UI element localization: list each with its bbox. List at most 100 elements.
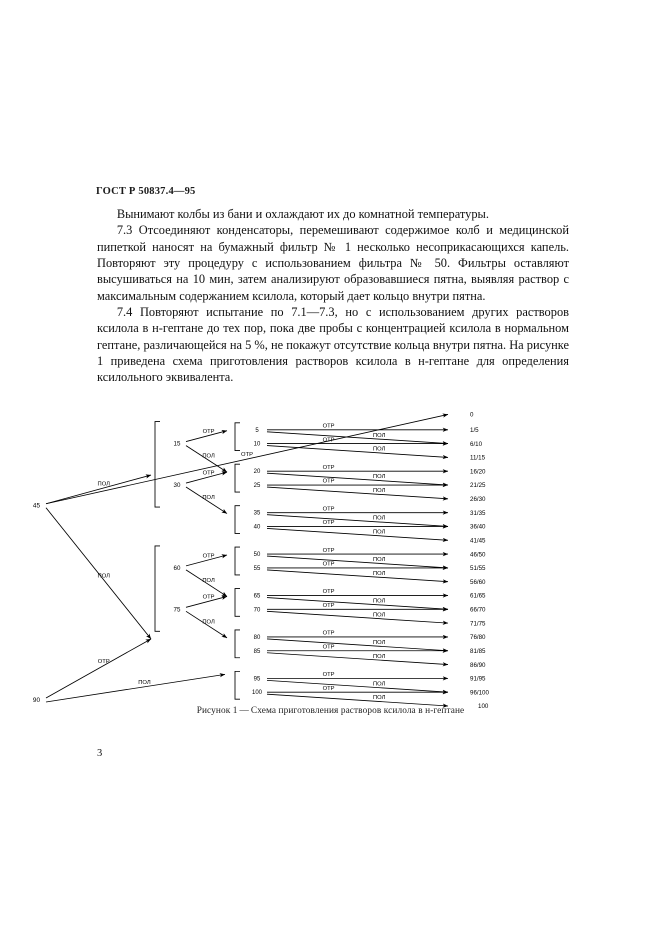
tree-edge-l3-pol: [266, 652, 449, 667]
tree-edge-l3-pol: [266, 472, 449, 487]
tree-edge-label-otr: ОТР: [323, 423, 335, 429]
tree-bracket-level3-3: [234, 546, 240, 576]
tree-node-level3-55: 55: [254, 566, 261, 572]
tree-node-level3-100: 100: [252, 690, 263, 696]
tree-node-level3-25: 25: [254, 483, 261, 489]
tree-edge-l3-pol: [266, 528, 449, 543]
tree-node-level3-40: 40: [254, 524, 261, 530]
tree-edge-label-pol: ПОЛ: [202, 495, 215, 501]
tree-edge-label-otr: ОТР: [323, 520, 335, 526]
tree-bracket-level3-0: [234, 422, 240, 452]
figure-caption-label: Рисунок 1: [196, 706, 238, 716]
tree-result-66-70: 66/70: [470, 607, 486, 614]
tree-node-level3-80: 80: [254, 635, 261, 641]
tree-edge-label-pol: ПОЛ: [373, 571, 386, 577]
tree-edge-l2-otr: [185, 471, 228, 484]
tree-edge-label-otr: ОТР: [203, 595, 215, 601]
tree-edge-label-pol: ПОЛ: [373, 433, 386, 439]
tree-edge-label-pol: ПОЛ: [373, 474, 386, 480]
tree-result-1-5: 1/5: [470, 427, 479, 434]
tree-edge-label-otr: ОТР: [323, 548, 335, 554]
tree-edge-l3-pol: [266, 445, 449, 460]
figure-caption-dash: —: [239, 706, 249, 716]
tree-edge-label-pol: ПОЛ: [373, 695, 386, 701]
tree-result-31-35: 31/35: [470, 510, 486, 517]
tree-bracket-level2-upper: [154, 421, 160, 508]
tree-edge-l3-pol: [266, 610, 449, 625]
tree-edge-label-otr: ОТР: [323, 672, 335, 678]
tree-result-6-10: 6/10: [470, 441, 483, 448]
paragraph-1: Вынимают колбы из бани и охлаждают их до…: [116, 207, 489, 221]
tree-result-56-60: 56/60: [470, 579, 486, 586]
tree-edge-l3-pol: [266, 638, 449, 653]
tree-edge-label-pol: ПОЛ: [373, 488, 386, 494]
tree-edge-label-pol: ПОЛ: [373, 529, 386, 535]
tree-edge-label-otr: ОТР: [241, 452, 253, 458]
tree-edge-l2-pol: [185, 610, 228, 639]
tree-edge-l3-pol: [266, 431, 449, 446]
tree-edge-l2-otr: [185, 554, 228, 567]
tree-edge-label-otr: ОТР: [323, 644, 335, 650]
tree-node-level3-50: 50: [254, 552, 261, 558]
tree-result-81-85: 81/85: [470, 648, 486, 655]
figure-caption-text: Схема приготовления растворов ксилола в …: [250, 706, 465, 716]
tree-result-46-50: 46/50: [470, 551, 486, 558]
tree-edge-label-otr: ОТР: [203, 553, 215, 559]
tree-edge-l3-pol: [266, 597, 449, 612]
tree-edge-label-otr: ОТР: [203, 470, 215, 476]
tree-edge-label-pol: ПОЛ: [373, 516, 386, 522]
tree-edge-label-pol: ПОЛ: [202, 578, 215, 584]
tree-node-level3-10: 10: [254, 442, 261, 448]
tree-edge-label-pol: ПОЛ: [98, 482, 111, 488]
tree-edge-45-otr-top: [45, 413, 449, 505]
tree-bracket-level2-lower: [154, 545, 160, 632]
tree-result-16-20: 16/20: [470, 468, 486, 475]
tree-edge-label-pol: ПОЛ: [202, 454, 215, 460]
tree-edge-label-pol: ПОЛ: [373, 654, 386, 660]
tree-edge-l3-pol: [266, 679, 449, 694]
tree-node-level2-60: 60: [174, 565, 181, 572]
tree-edge-label-pol: ПОЛ: [373, 640, 386, 646]
tree-edge-45-pol-down: [45, 507, 152, 640]
tree-result-71-75: 71/75: [470, 620, 486, 627]
tree-node-level1-90: 90: [33, 697, 41, 704]
paragraph-2: 7.3 Отсоединяют конденсаторы, перемешива…: [97, 223, 569, 303]
paragraph-3: 7.4 Повторяют испытание по 7.1—7.3, но с…: [97, 305, 569, 385]
tree-edge-label-pol: ПОЛ: [202, 619, 215, 625]
figure-caption: Рисунок 1—Схема приготовления растворов …: [0, 706, 661, 716]
tree-node-level2-15: 15: [174, 441, 181, 448]
tree-edge-l2-otr: [185, 595, 228, 608]
tree-edge-label-pol: ПОЛ: [373, 612, 386, 618]
tree-node-level3-95: 95: [254, 676, 261, 682]
tree-edge-l2-pol: [185, 569, 228, 597]
tree-edge-label-pol: ПОЛ: [138, 680, 151, 686]
tree-edge-label-otr: ОТР: [323, 562, 335, 568]
tree-edge-l3-pol: [266, 555, 449, 570]
tree-edge-l3-pol: [266, 569, 449, 584]
tree-node-level3-5: 5: [255, 428, 259, 434]
tree-edge-label-pol: ПОЛ: [373, 557, 386, 563]
tree-edge-label-otr: ОТР: [323, 603, 335, 609]
tree-edge-45-pol-up: [45, 474, 152, 505]
tree-bracket-level3-2: [234, 505, 240, 534]
tree-edge-label-otr: ОТР: [98, 659, 110, 665]
tree-edge-l3-pol: [266, 486, 449, 501]
tree-bracket-level3-6: [234, 670, 240, 700]
tree-result-0: 0: [470, 412, 474, 419]
tree-edge-l2-otr: [185, 429, 228, 443]
tree-edge-label-otr: ОТР: [323, 589, 335, 595]
tree-bracket-level3-5: [234, 629, 240, 659]
tree-node-level2-75: 75: [174, 606, 181, 613]
tree-bracket-level3-1: [234, 463, 240, 493]
tree-edge-label-otr: ОТР: [323, 506, 335, 512]
tree-result-41-45: 41/45: [470, 537, 486, 544]
tree-result-11-15: 11/15: [470, 455, 486, 462]
tree-edge-90-otr: [45, 638, 152, 699]
tree-result-86-90: 86/90: [470, 662, 486, 669]
tree-edge-label-pol: ПОЛ: [373, 447, 386, 453]
tree-node-level3-65: 65: [254, 594, 261, 600]
tree-result-21-25: 21/25: [470, 482, 486, 489]
tree-result-26-30: 26/30: [470, 496, 486, 503]
tree-node-level1-45: 45: [33, 503, 41, 510]
